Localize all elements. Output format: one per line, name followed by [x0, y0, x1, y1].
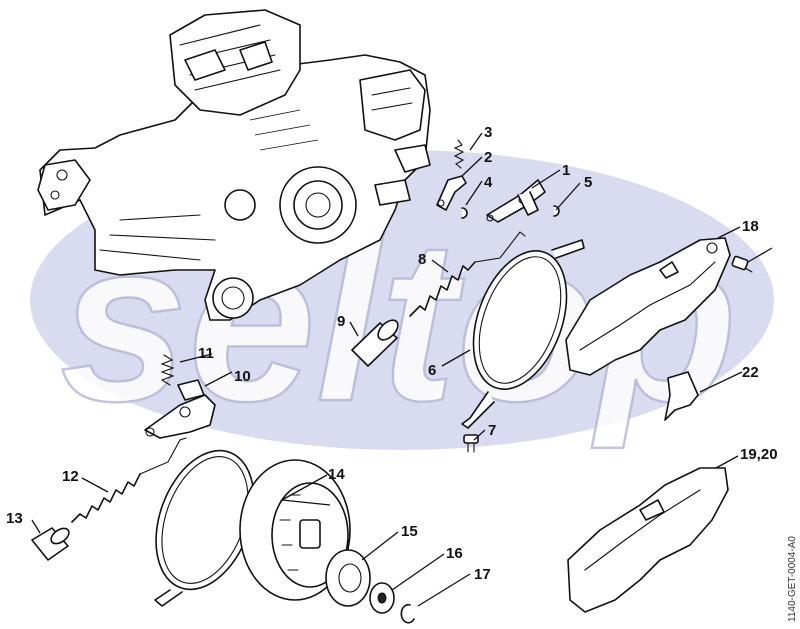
chain-guard-part-19-20	[567, 467, 729, 613]
brake-lever-part-1	[486, 179, 546, 223]
callout-9: 9	[337, 313, 345, 330]
leader-lines	[31, 132, 773, 607]
callout-3: 3	[484, 124, 492, 141]
engine-housing	[37, 9, 431, 321]
bracket-part-21	[664, 371, 699, 421]
callout-5: 5	[584, 174, 592, 191]
sprocket-part-15	[325, 549, 371, 607]
circlip-part-4	[461, 207, 468, 219]
callout-15: 15	[401, 523, 418, 540]
callout-17: 17	[474, 566, 491, 583]
callout-1: 1	[562, 162, 570, 179]
spring-part-3	[453, 139, 465, 169]
callout-8: 8	[418, 251, 426, 268]
callout-11: 11	[198, 345, 214, 362]
spring-part-8	[409, 231, 526, 317]
callout-16: 16	[446, 545, 463, 562]
callout-12: 12	[62, 468, 79, 485]
callout-14: 14	[328, 466, 345, 483]
sleeve-part-13	[31, 527, 70, 561]
callout-13: 13	[6, 510, 23, 527]
callout-2: 2	[484, 149, 492, 166]
callout-labels: 3 2 4 1 5 18 8 9 6 7 11 10 22 12 13 14 1…	[6, 124, 778, 583]
callout-6: 6	[428, 362, 436, 379]
eclip-part-17	[400, 603, 415, 624]
callout-10: 10	[234, 368, 251, 385]
spring-part-12	[71, 437, 187, 523]
lever-assembly-part-10	[144, 379, 216, 439]
callout-21: 22	[742, 364, 759, 381]
screw-part-22	[731, 255, 753, 273]
brake-band-part-6	[461, 239, 585, 429]
reference-code: 1140-GET-0004-A0	[787, 536, 798, 622]
washer-part-16	[369, 582, 395, 614]
clutch-drum-part-14	[239, 459, 351, 601]
lever-part-2	[436, 175, 467, 211]
callout-7: 7	[488, 422, 496, 439]
sleeve-part-9	[351, 319, 399, 367]
sprocket-cover-part-18	[565, 237, 731, 376]
callout-18: 18	[742, 218, 759, 235]
callout-19-20: 19,20	[740, 446, 778, 463]
callout-4: 4	[484, 174, 493, 191]
screw-part-7	[463, 434, 479, 453]
spring-part-11	[160, 354, 175, 386]
